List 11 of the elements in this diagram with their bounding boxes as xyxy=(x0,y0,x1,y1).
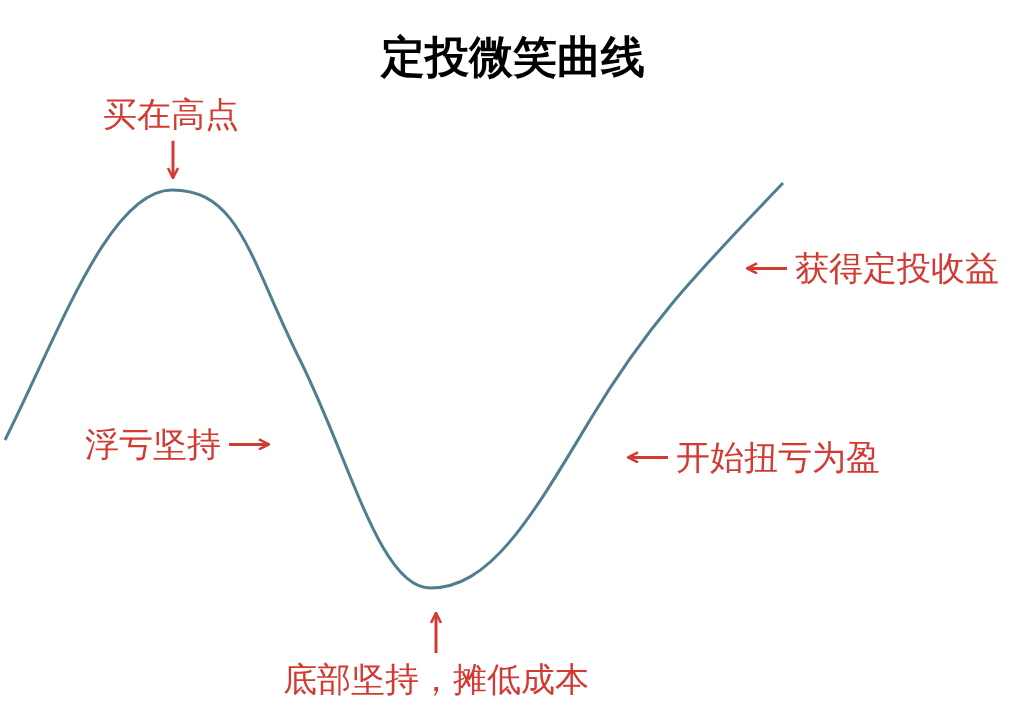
arrow xyxy=(429,611,443,653)
arrow xyxy=(745,262,787,275)
arrow xyxy=(229,438,271,451)
callout-text: 浮亏坚持 xyxy=(85,424,221,465)
callout-text: 买在高点 xyxy=(103,94,239,135)
arrow xyxy=(166,140,180,180)
arrow xyxy=(626,451,668,464)
callout-text: 开始扭亏为盈 xyxy=(676,437,880,478)
title: 定投微笑曲线 xyxy=(379,30,646,84)
callout-text: 获得定投收益 xyxy=(795,248,999,289)
callout-text: 底部坚持，摊低成本 xyxy=(283,659,589,700)
